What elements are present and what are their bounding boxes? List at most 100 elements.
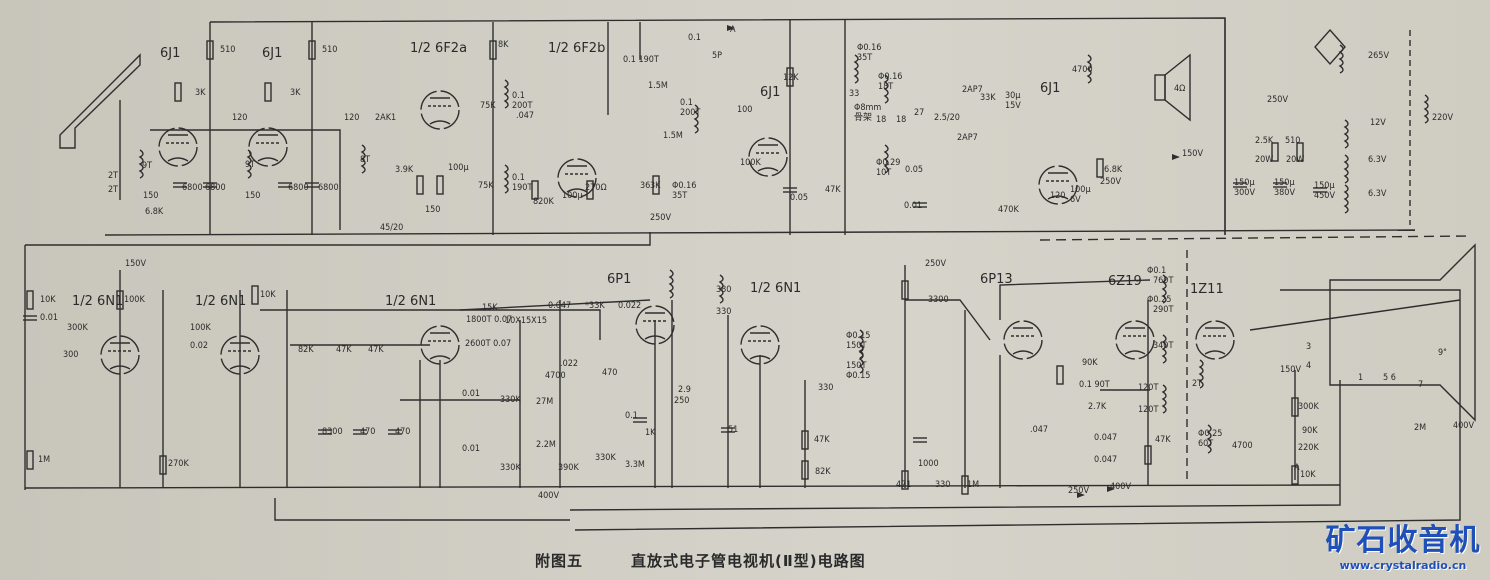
component-value-label: Φ0.16	[672, 181, 696, 191]
component-value-label: 150μ	[1274, 178, 1295, 188]
component-value-label: 20W	[1286, 155, 1304, 165]
component-value-label: 2T	[1192, 379, 1202, 389]
component-value-label: 47K	[825, 185, 841, 195]
inductor-coil-icon	[883, 74, 889, 104]
vacuum-tube-icon	[1038, 165, 1078, 205]
vacuum-tube-icon	[1195, 320, 1235, 360]
top-ground-bus	[104, 229, 1416, 236]
component-value-label: 250V	[1100, 177, 1121, 187]
component-value-label: 2T	[108, 185, 118, 195]
component-value-label: 150	[425, 205, 440, 215]
component-value-label: 380V	[1274, 188, 1295, 198]
vacuum-tube-icon	[740, 325, 780, 365]
component-value-label: 2.5K	[1255, 136, 1274, 146]
interstage-link	[25, 232, 651, 246]
component-value-label: 150V	[125, 259, 146, 269]
component-value-label: 330	[935, 480, 950, 490]
bottom-link-1	[274, 498, 570, 521]
component-value-label: 2M	[1414, 423, 1426, 433]
component-value-label: 1.5M	[663, 131, 683, 141]
inductor-coil-icon	[668, 269, 674, 299]
vacuum-tube-icon	[158, 127, 198, 167]
component-value-label: 2.9	[678, 385, 691, 395]
component-value-label: 0.1	[680, 98, 693, 108]
component-value-label: 400V	[538, 491, 559, 501]
resistor-icon	[264, 82, 272, 102]
component-value-label: 220V	[1432, 113, 1453, 123]
component-value-label: 3.9K	[395, 165, 414, 175]
resistor-icon	[801, 460, 809, 480]
component-value-label: 18	[896, 115, 906, 125]
tube-label: 6J1	[1040, 81, 1060, 96]
component-value-label: 270K	[168, 459, 189, 469]
component-value-label: 30μ	[1005, 91, 1020, 101]
caption-title: 直放式电子管电视机(Ⅱ型)电路图	[631, 552, 866, 570]
component-value-label: 3	[1306, 342, 1311, 352]
component-value-label: 3K	[195, 88, 206, 98]
resistor-icon	[116, 290, 124, 310]
component-value-label: 6800	[205, 183, 226, 193]
component-value-label: 1.5M	[648, 81, 668, 91]
component-value-label: 3.3M	[625, 460, 645, 470]
vacuum-tube-icon	[420, 90, 460, 130]
tube-label: 6P1	[607, 272, 631, 287]
component-value-label: 8T	[360, 155, 370, 165]
bottom-link-3	[574, 289, 1461, 531]
component-value-label: 82K	[815, 467, 831, 477]
component-value-label: 47K	[368, 345, 384, 355]
component-value-label: 3K	[650, 181, 661, 191]
feedback-wire	[459, 299, 651, 311]
component-value-label: 0.047	[548, 301, 571, 311]
component-value-label: 33K	[980, 93, 996, 103]
component-value-label: 0.022	[618, 301, 641, 311]
component-value-label: Φ0.1	[1147, 266, 1166, 276]
component-value-label: 45/20	[380, 223, 403, 233]
component-value-label: 100K	[190, 323, 211, 333]
component-value-label: 4700	[1072, 65, 1093, 75]
component-value-label: 47K	[1155, 435, 1171, 445]
component-value-label: 18T	[878, 82, 893, 92]
component-value-label: 150μ	[1234, 178, 1255, 188]
component-value-label: 100K	[740, 158, 761, 168]
tube-cathode	[566, 188, 588, 193]
component-value-label: 100μ	[1070, 185, 1091, 195]
tube-label: 1/2 6N1	[385, 294, 436, 309]
component-value-label: .022	[560, 359, 578, 369]
tube-label: 6J1	[262, 46, 282, 61]
component-value-label: 330K	[500, 463, 521, 473]
component-value-label: 27	[914, 108, 924, 118]
component-value-label: 18	[876, 115, 886, 125]
component-value-label: 4700	[1232, 441, 1253, 451]
component-value-label: 10X15X15	[505, 316, 547, 326]
component-value-label: 35T	[672, 191, 687, 201]
component-value-label: 2AK1	[375, 113, 396, 123]
component-value-label: 35T	[857, 53, 872, 63]
component-value-label: 250	[674, 396, 689, 406]
tube-label: 1/2 6F2a	[410, 41, 467, 56]
component-value-label: 2.2M	[536, 440, 556, 450]
resistor-icon	[1096, 158, 1104, 178]
component-value-label: 9T	[245, 160, 255, 170]
component-value-label: 0.02	[190, 341, 208, 351]
vacuum-tube-icon	[635, 305, 675, 345]
resistor-icon	[206, 40, 214, 60]
resistor-icon	[901, 470, 909, 490]
component-value-label: 3K	[290, 88, 301, 98]
vacuum-tube-icon	[748, 137, 788, 177]
inductor-coil-icon	[138, 149, 144, 179]
component-value-label: Φ0.25	[1198, 429, 1222, 439]
component-value-label: 510	[1285, 136, 1300, 146]
component-value-label: 6800	[182, 183, 203, 193]
vacuum-tube-icon	[557, 158, 597, 198]
component-value-label: 0.01	[462, 444, 480, 454]
component-value-label: 60T	[1198, 439, 1213, 449]
component-value-label: 75K	[480, 101, 496, 111]
component-value-label: 300K	[67, 323, 88, 333]
component-value-label: 380	[716, 285, 731, 295]
inductor-coil-icon	[858, 344, 864, 374]
resistor-icon	[26, 450, 34, 470]
component-value-label: 47K	[814, 435, 830, 445]
component-value-label: 0.01	[904, 201, 922, 211]
